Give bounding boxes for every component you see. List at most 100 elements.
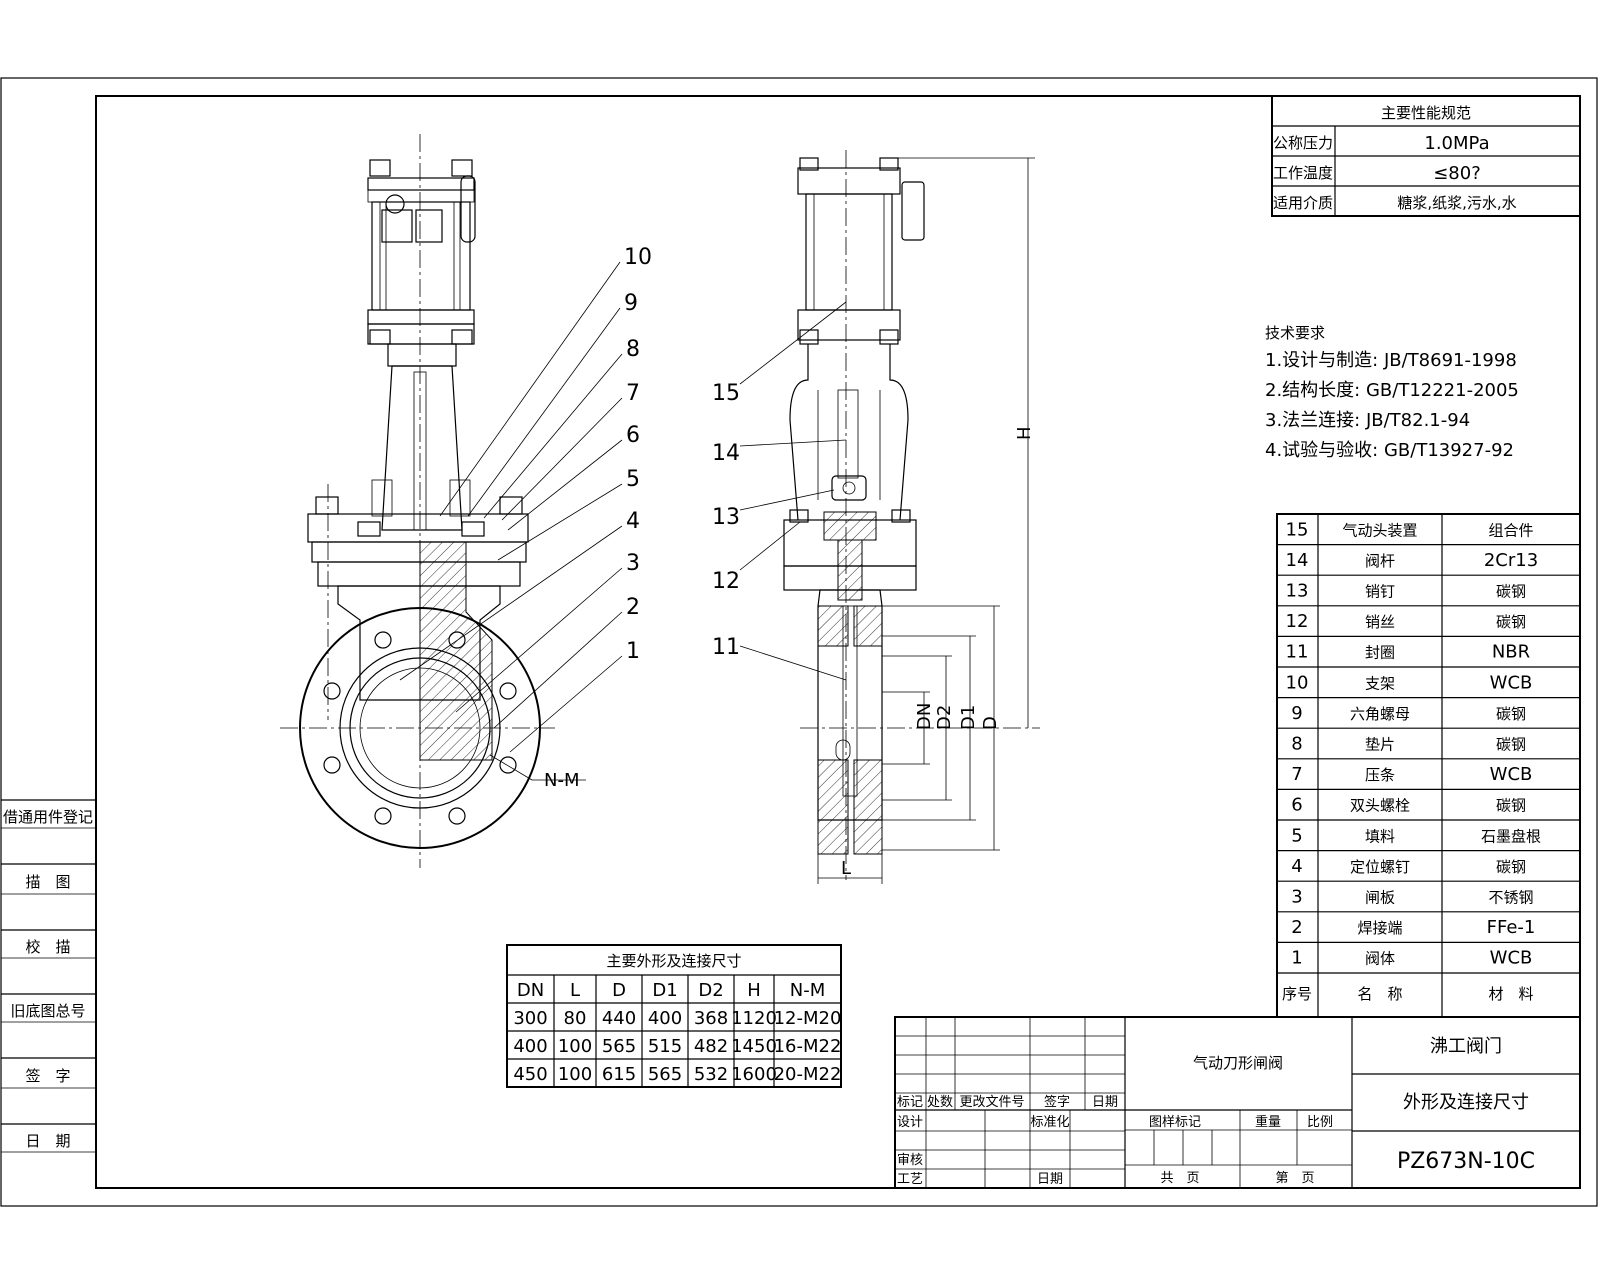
- parts-row-no: 12: [1286, 611, 1309, 632]
- parts-row-no: 5: [1291, 825, 1302, 846]
- parts-header-no: 序号: [1282, 985, 1312, 1003]
- callout-number: 15: [712, 381, 740, 406]
- dim-header-cell: H: [747, 980, 761, 1001]
- company-name: 沸工阀门: [1430, 1036, 1502, 1057]
- dim-table-cell: 400: [513, 1036, 547, 1057]
- callout-number: 5: [626, 467, 640, 492]
- parts-row-material: 2Cr13: [1484, 550, 1538, 571]
- spec-value-2: 糖浆,纸浆,污水,水: [1397, 194, 1516, 212]
- dim-table-cell: 16-M22: [774, 1036, 842, 1057]
- parts-row-no: 15: [1286, 519, 1309, 540]
- dim-header-cell: D2: [698, 980, 723, 1001]
- parts-row-no: 10: [1286, 672, 1309, 693]
- dim-header-cell: L: [570, 980, 580, 1001]
- dim-table-cell: 615: [602, 1064, 636, 1085]
- parts-row-name: 销丝: [1365, 613, 1395, 631]
- dim-table-cell: 20-M22: [774, 1064, 842, 1085]
- parts-row-name: 封圈: [1365, 644, 1395, 662]
- product-name: 气动刀形闸阀: [1193, 1054, 1283, 1072]
- left-label-0: 借通用件登记: [3, 808, 93, 826]
- parts-row-name: 阀杆: [1365, 552, 1395, 570]
- parts-row-no: 4: [1291, 856, 1302, 877]
- drawing-number: PZ673N-10C: [1397, 1149, 1535, 1174]
- tech-requirements: 技术要求 1.设计与制造: JB/T8691-1998 2.结构长度: GB/T…: [1265, 324, 1519, 461]
- dim-label-l: L: [841, 858, 851, 879]
- spec-title: 主要性能规范: [1381, 104, 1471, 122]
- callout-number: 4: [626, 509, 640, 534]
- parts-row-material: 碳钢: [1496, 858, 1526, 876]
- mark-label-0: 图样标记: [1149, 1115, 1201, 1130]
- dim-header-cell: DN: [517, 980, 544, 1001]
- left-label-1: 描 图: [25, 873, 70, 891]
- dim-header-cell: D1: [652, 980, 677, 1001]
- revision-grid: [895, 1017, 1125, 1188]
- tech-item-3: 4.试验与验收: GB/T13927-92: [1265, 440, 1514, 461]
- callout-number: 6: [626, 423, 640, 448]
- sign-label-4: 日期: [1037, 1172, 1063, 1187]
- dim-table-cell: 1450: [731, 1036, 777, 1057]
- parts-row-no: 11: [1286, 642, 1309, 663]
- callout-number: 7: [626, 381, 640, 406]
- dim-table-cell: 80: [564, 1008, 587, 1029]
- sheet-label-0: 共 页: [1160, 1171, 1199, 1186]
- callout-number: 11: [712, 635, 740, 660]
- left-label-5: 日 期: [25, 1132, 70, 1150]
- callout-number: 14: [712, 441, 740, 466]
- parts-row-name: 焊接端: [1357, 919, 1402, 937]
- callout-number: 13: [712, 505, 740, 530]
- performance-spec-table: 主要性能规范 公称压力 1.0MPa 工作温度 ≤80? 适用介质 糖浆,纸浆,…: [1271, 95, 1581, 217]
- spec-label-1: 工作温度: [1273, 164, 1333, 182]
- sign-label-2: 审核: [897, 1153, 923, 1168]
- parts-row-name: 双头螺栓: [1350, 797, 1410, 815]
- dim-table-cell: 12-M20: [774, 1008, 842, 1029]
- spec-label-2: 适用介质: [1273, 194, 1333, 212]
- dim-table-cell: 450: [513, 1064, 547, 1085]
- body-flange-outer: [299, 607, 541, 849]
- parts-row-name: 定位螺钉: [1350, 858, 1410, 876]
- dim-table-title: 主要外形及连接尺寸: [606, 952, 741, 970]
- parts-row-name: 销钉: [1365, 583, 1395, 601]
- parts-row-material: FFe-1: [1487, 917, 1536, 938]
- tech-item-1: 2.结构长度: GB/T12221-2005: [1265, 380, 1519, 401]
- parts-row-material: WCB: [1490, 672, 1533, 693]
- spec-label-0: 公称压力: [1273, 134, 1333, 152]
- parts-row-no: 6: [1291, 795, 1302, 816]
- dim-header-cell: D: [612, 980, 626, 1001]
- dim-table-cell: 100: [558, 1064, 592, 1085]
- parts-row-name: 闸板: [1365, 889, 1395, 907]
- parts-row-no: 7: [1291, 764, 1302, 785]
- left-label-3: 旧底图总号: [10, 1002, 85, 1020]
- dim-table-cell: 100: [558, 1036, 592, 1057]
- nm-label: N-M: [544, 770, 580, 791]
- parts-row-material: 不锈钢: [1488, 889, 1533, 907]
- rev-header-4: 日期: [1092, 1095, 1118, 1110]
- sign-label-3: 工艺: [897, 1172, 923, 1187]
- dim-table-cell: 515: [648, 1036, 682, 1057]
- dimension-lines: [817, 157, 1035, 884]
- parts-row-no: 8: [1291, 734, 1302, 755]
- parts-row-name: 六角螺母: [1350, 705, 1410, 723]
- rev-header-1: 处数: [927, 1095, 953, 1110]
- parts-row-material: 石墨盘根: [1481, 827, 1541, 845]
- callout-number: 8: [626, 337, 640, 362]
- callout-number: 3: [626, 551, 640, 576]
- sign-label-1: 标准化: [1030, 1115, 1069, 1130]
- rev-header-0: 标记: [897, 1095, 923, 1110]
- parts-row-no: 13: [1286, 581, 1309, 602]
- sheet-label-1: 第 页: [1275, 1171, 1314, 1186]
- drawing-title: 外形及连接尺寸: [1403, 1092, 1529, 1113]
- parts-row-no: 14: [1286, 550, 1309, 571]
- callout-number: 2: [626, 595, 640, 620]
- dim-table-cell: 565: [602, 1036, 636, 1057]
- mark-label-2: 比例: [1307, 1115, 1333, 1130]
- parts-row-material: 碳钢: [1496, 705, 1526, 723]
- parts-row-name: 气动头装置: [1342, 521, 1417, 539]
- title-block: 标记 处数 更改文件号 签字 日期 设计 标准化 审核 工艺 日期 气动刀形闸阀…: [894, 1016, 1581, 1189]
- parts-row-material: WCB: [1490, 764, 1533, 785]
- dim-label-d1: D1: [958, 705, 979, 730]
- parts-row-name: 填料: [1365, 827, 1395, 845]
